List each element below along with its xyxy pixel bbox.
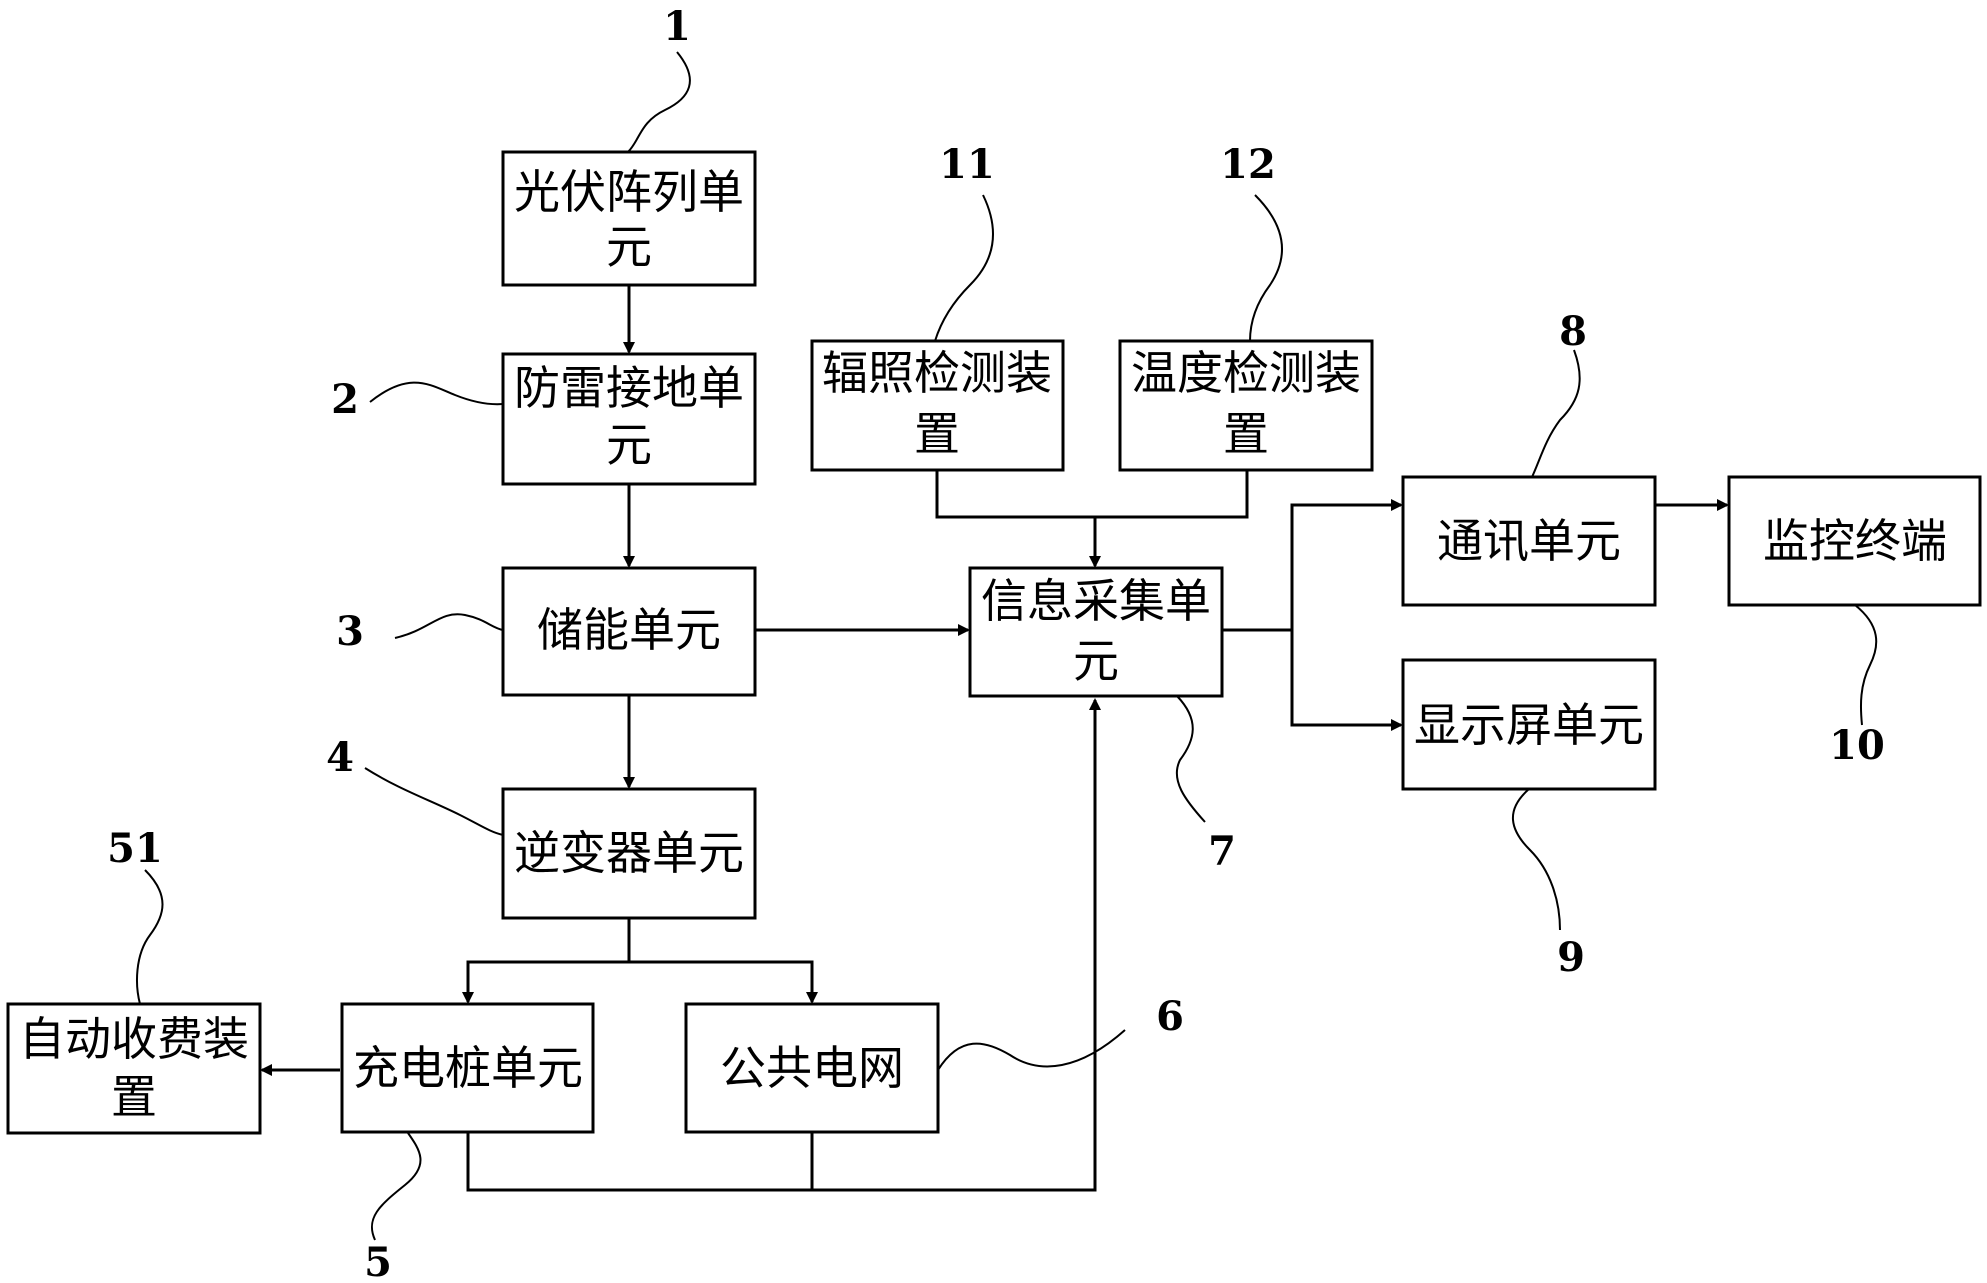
auto-billing-box: 自动收费装 置 <box>8 1004 260 1133</box>
label-2: 2 <box>331 376 359 423</box>
leader-4 <box>365 768 503 835</box>
label-12: 12 <box>1220 141 1276 188</box>
leader-8 <box>1532 350 1580 477</box>
label-11: 11 <box>939 141 995 188</box>
label-5: 5 <box>364 1239 392 1283</box>
leader-6 <box>938 1030 1125 1070</box>
info-collection-label-line1: 信息采集单 <box>981 574 1211 628</box>
charging-pile-label: 充电桩单元 <box>353 1041 583 1095</box>
label-4: 4 <box>326 734 354 781</box>
charging-pile-box: 充电桩单元 <box>342 1004 593 1132</box>
lightning-ground-label-line1: 防雷接地单 <box>514 361 744 415</box>
leader-12 <box>1250 195 1282 341</box>
leader-10 <box>1855 605 1876 725</box>
communication-box: 通讯单元 <box>1403 477 1655 605</box>
label-1: 1 <box>663 3 691 50</box>
pv-array-label-line2: 元 <box>606 220 652 274</box>
arrow-info-to-display <box>1292 630 1401 725</box>
leader-5 <box>372 1133 421 1240</box>
detectors-to-info-line <box>937 470 1247 517</box>
irradiance-detector-box: 辐照检测装 置 <box>812 341 1063 470</box>
monitor-terminal-box: 监控终端 <box>1729 477 1980 605</box>
leader-3 <box>395 614 503 638</box>
lightning-ground-box: 防雷接地单 元 <box>503 354 755 484</box>
label-7: 7 <box>1208 828 1236 875</box>
inverter-to-grid-line <box>629 962 812 1002</box>
label-10: 10 <box>1829 722 1885 769</box>
display-screen-box: 显示屏单元 <box>1403 660 1655 789</box>
communication-label: 通讯单元 <box>1437 514 1621 568</box>
energy-storage-label: 储能单元 <box>537 603 721 657</box>
leader-9 <box>1513 789 1560 930</box>
irradiance-detector-label-line2: 置 <box>914 407 960 461</box>
public-grid-label: 公共电网 <box>720 1041 904 1095</box>
auto-billing-label-line1: 自动收费装 <box>19 1012 249 1066</box>
leader-7 <box>1177 696 1205 822</box>
display-screen-label: 显示屏单元 <box>1414 698 1644 752</box>
pv-array-box: 光伏阵列单 元 <box>503 152 755 285</box>
pv-array-label-line1: 光伏阵列单 <box>514 165 744 219</box>
info-collection-label-line2: 元 <box>1073 634 1119 688</box>
label-6: 6 <box>1156 993 1184 1040</box>
temperature-detector-label-line1: 温度检测装 <box>1131 346 1361 400</box>
leader-1 <box>628 52 690 152</box>
irradiance-detector-label-line1: 辐照检测装 <box>822 346 1052 400</box>
public-grid-box: 公共电网 <box>686 1004 938 1132</box>
inverter-box: 逆变器单元 <box>503 789 755 918</box>
leader-2 <box>370 383 503 405</box>
inverter-label: 逆变器单元 <box>514 826 744 880</box>
label-9: 9 <box>1557 934 1585 981</box>
temperature-detector-label-line2: 置 <box>1223 407 1269 461</box>
info-collection-box: 信息采集单 元 <box>970 568 1222 696</box>
leader-11 <box>935 195 993 341</box>
label-51: 51 <box>107 825 163 872</box>
auto-billing-label-line2: 置 <box>111 1070 157 1124</box>
monitor-terminal-label: 监控终端 <box>1763 514 1947 568</box>
temperature-detector-box: 温度检测装 置 <box>1120 341 1372 470</box>
energy-storage-box: 储能单元 <box>503 568 755 695</box>
arrow-info-to-comm <box>1292 505 1401 630</box>
lightning-ground-label-line2: 元 <box>606 418 652 472</box>
label-3: 3 <box>336 608 364 655</box>
label-8: 8 <box>1559 308 1587 355</box>
leader-51 <box>137 870 162 1004</box>
inverter-split-line <box>468 918 629 1002</box>
